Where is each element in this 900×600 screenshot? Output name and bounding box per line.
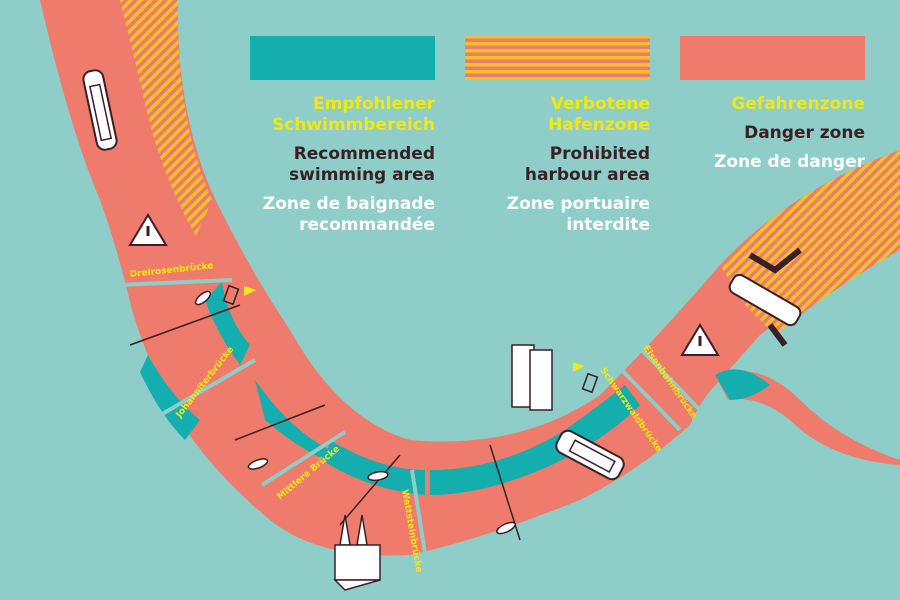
ship-icon bbox=[555, 429, 625, 481]
swim-zone-2 bbox=[140, 355, 200, 440]
legend-harbour-fr: Zone portuaire interdite bbox=[506, 194, 650, 235]
legend-swatch-danger bbox=[680, 36, 865, 80]
ship-icon bbox=[82, 69, 118, 151]
legend-harbour: Verbotene Hafenzone Prohibited harbour a… bbox=[465, 94, 650, 244]
pier-icon bbox=[748, 247, 802, 347]
cathedral-icon bbox=[333, 514, 381, 591]
danger-warning-icon bbox=[128, 213, 720, 356]
legend-swimming-de: Empfohlener Schwimmbereich bbox=[271, 94, 435, 135]
legend-harbour-en: Prohibited harbour area bbox=[524, 144, 650, 185]
legend-danger-en: Danger zone bbox=[744, 123, 865, 143]
flag-icon bbox=[244, 286, 256, 296]
legend-swatch-swimming bbox=[250, 36, 435, 80]
bridges bbox=[117, 278, 702, 561]
swim-zone-5 bbox=[430, 385, 640, 495]
harbour-zone-north bbox=[120, 0, 212, 236]
legend-swimming: Empfohlener Schwimmbereich Recommended s… bbox=[250, 94, 435, 244]
flag-icon bbox=[573, 362, 585, 372]
swim-zone-1 bbox=[205, 282, 250, 365]
legend-swimming-en: Recommended swimming area bbox=[289, 144, 435, 185]
side-channel-swim bbox=[715, 369, 770, 400]
swim-zone-4 bbox=[325, 440, 425, 495]
legend-danger-fr: Zone de danger bbox=[714, 152, 865, 172]
access-lines bbox=[129, 304, 521, 541]
legend-swatch-harbour bbox=[465, 36, 650, 80]
boat-icon bbox=[194, 290, 516, 535]
river-danger-zone bbox=[40, 0, 900, 556]
side-channel bbox=[715, 370, 900, 465]
ladder-icon bbox=[222, 284, 599, 394]
ship-icon bbox=[728, 273, 802, 327]
legend-danger: Gefahrenzone Danger zone Zone de danger bbox=[680, 94, 865, 181]
legend-danger-de: Gefahrenzone bbox=[731, 94, 865, 114]
building-icon bbox=[511, 344, 553, 411]
legend-harbour-de: Verbotene Hafenzone bbox=[548, 94, 650, 135]
legend-swimming-fr: Zone de baignade recommandée bbox=[262, 194, 435, 235]
